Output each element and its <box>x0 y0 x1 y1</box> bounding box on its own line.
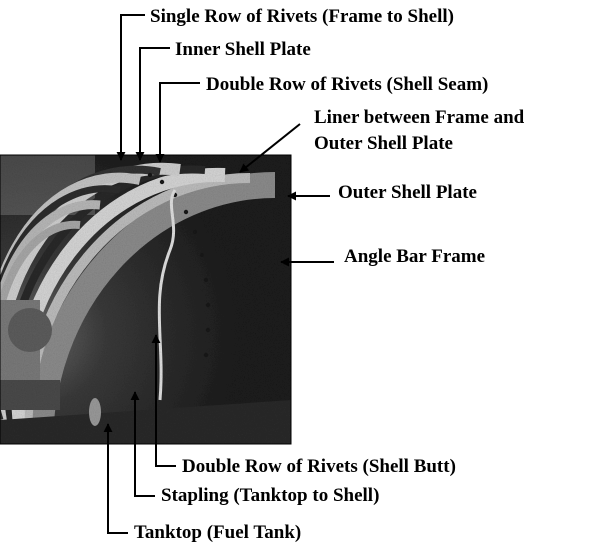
callout-double-row-rivets-butt: Double Row of Rivets (Shell Butt) <box>151 334 456 477</box>
label-tanktop: Tanktop (Fuel Tank) <box>134 522 301 543</box>
callout-liner: Liner between Frame and Outer Shell Plat… <box>239 107 525 173</box>
label-outer-shell-plate: Outer Shell Plate <box>338 182 477 203</box>
frame-arc-5 <box>0 220 81 400</box>
callout-stapling: Stapling (Tanktop to Shell) <box>130 391 379 506</box>
pipe <box>157 189 177 401</box>
label-double-row-rivets-seam: Double Row of Rivets (Shell Seam) <box>206 74 488 95</box>
callout-double-row-rivets-seam: Double Row of Rivets (Shell Seam) <box>155 74 488 163</box>
rivet-row <box>147 172 211 358</box>
label-inner-shell-plate: Inner Shell Plate <box>175 39 311 60</box>
label-liner-line2: Outer Shell Plate <box>314 133 453 154</box>
callout-angle-bar-frame: Angle Bar Frame <box>280 246 485 267</box>
label-stapling: Stapling (Tanktop to Shell) <box>161 485 379 506</box>
label-liner-line1: Liner between Frame and <box>314 107 525 128</box>
callout-tanktop: Tanktop (Fuel Tank) <box>103 423 301 543</box>
callout-inner-shell-plate: Inner Shell Plate <box>135 39 311 161</box>
tanktop-floor <box>0 400 291 444</box>
label-double-row-rivets-butt: Double Row of Rivets (Shell Butt) <box>182 456 456 477</box>
callout-outer-shell-plate: Outer Shell Plate <box>287 182 477 203</box>
label-single-row-rivets: Single Row of Rivets (Frame to Shell) <box>150 6 454 27</box>
callout-single-row-rivets: Single Row of Rivets (Frame to Shell) <box>116 6 454 161</box>
hull-interior-photo <box>0 155 291 444</box>
label-angle-bar-frame: Angle Bar Frame <box>344 246 485 267</box>
